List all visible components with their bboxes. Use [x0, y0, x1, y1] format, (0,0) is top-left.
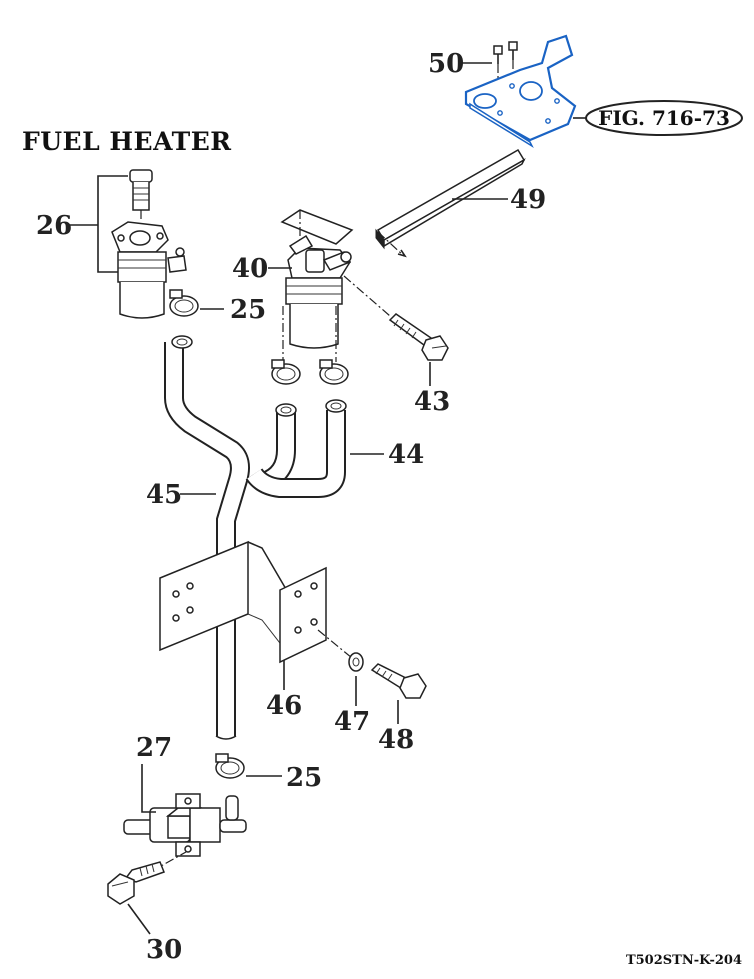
callout-26: 26: [36, 211, 72, 241]
bolt-axis-48: [317, 629, 353, 659]
callout-49: 49: [510, 185, 546, 215]
callout-25-upper: 25: [230, 295, 266, 325]
callout-44: 44: [388, 440, 424, 470]
figure-reference[interactable]: FIG. 716-73: [573, 100, 743, 136]
drawing-code: T502STN-K-204: [626, 953, 742, 968]
callout-46: 46: [266, 691, 302, 721]
callout-50: 50: [428, 49, 464, 79]
fuel-heater-40: [280, 209, 391, 362]
washer-47: [348, 652, 364, 672]
callout-25-lower: 25: [286, 763, 322, 793]
callout-43: 43: [414, 387, 450, 417]
leader-30: [127, 903, 151, 935]
callout-40: 40: [232, 254, 268, 284]
fuel-filter-26: [111, 169, 187, 319]
callout-27: 27: [136, 733, 172, 763]
hose-clamps-heater: [271, 359, 349, 385]
fuel-hose-45: [164, 335, 250, 740]
mounting-bracket-highlight[interactable]: [464, 34, 577, 149]
fuel-pump-27: [123, 793, 247, 857]
leader-27: [141, 764, 156, 813]
callout-45: 45: [146, 480, 182, 510]
bolt-43: [388, 313, 449, 361]
callout-30: 30: [146, 935, 182, 965]
leader-26: [97, 175, 128, 273]
figure-reference-label: FIG. 716-73: [598, 106, 730, 130]
mounting-bracket-46: [159, 540, 327, 664]
bolt-48: [370, 663, 427, 699]
callout-47: 47: [334, 707, 370, 737]
fuel-hose-44: [245, 399, 347, 498]
diagram-title: FUEL HEATER: [22, 127, 232, 156]
bolt-30: [107, 861, 165, 905]
callout-48: 48: [378, 725, 414, 755]
bolt-axis-30: [135, 851, 187, 881]
hose-clamp-25-upper: [169, 289, 199, 317]
hose-clamp-25-lower: [215, 753, 245, 779]
support-arm-49: [375, 148, 526, 258]
